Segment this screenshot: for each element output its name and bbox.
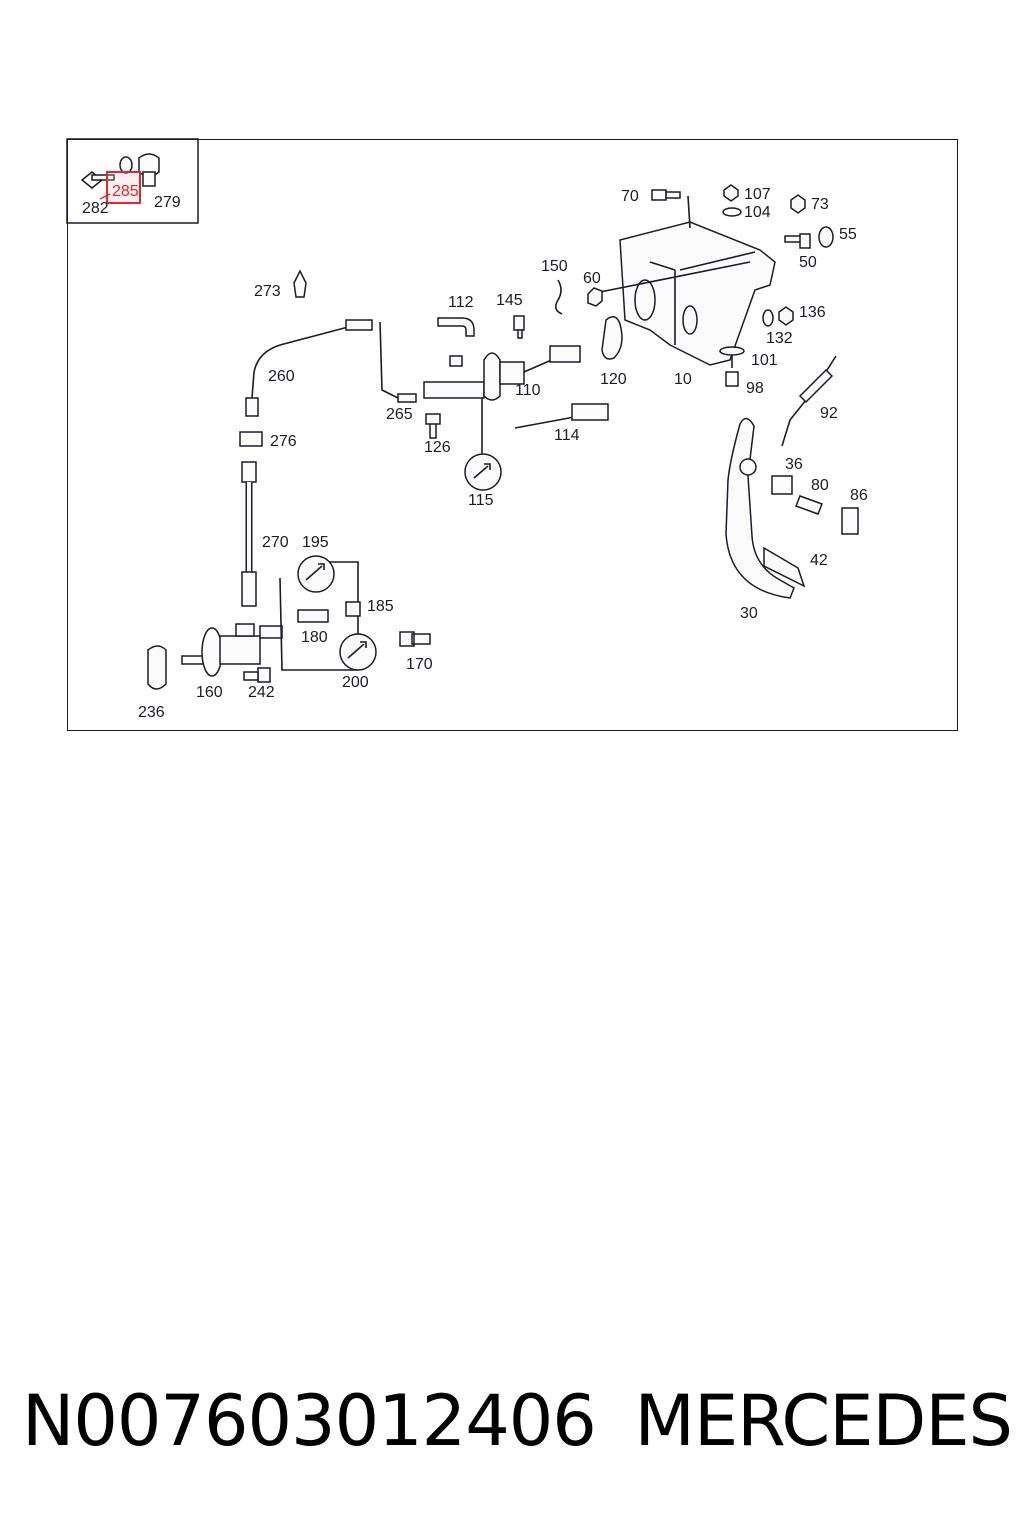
callout-145: 145 <box>496 292 523 309</box>
clutch-pedal <box>725 355 859 599</box>
pedal-bracket <box>599 221 776 366</box>
callout-236: 236 <box>138 704 165 721</box>
callout-80: 80 <box>811 477 829 494</box>
callout-101: 101 <box>751 352 778 369</box>
callout-200: 200 <box>342 674 369 691</box>
cap-185 <box>345 601 361 617</box>
callout-114: 114 <box>554 427 580 444</box>
callout-180: 180 <box>301 629 328 646</box>
callout-185: 185 <box>367 598 394 615</box>
slave-cylinder <box>147 623 283 690</box>
callout-265: 265 <box>386 406 413 423</box>
callout-150: 150 <box>541 258 568 275</box>
push-rod <box>514 403 609 429</box>
screw-170 <box>399 631 431 647</box>
diagram-frame <box>67 139 958 731</box>
wrench-icon <box>339 633 377 671</box>
callout-10: 10 <box>674 371 692 388</box>
callout-270: 270 <box>262 534 289 551</box>
callout-60: 60 <box>583 270 601 287</box>
callout-73: 73 <box>811 196 829 213</box>
bleeder-180 <box>297 609 329 623</box>
footer: N007603012406 MERCEDES <box>22 1376 1013 1466</box>
callout-242: 242 <box>248 684 275 701</box>
bolt-265 <box>397 393 417 403</box>
inset-parts <box>80 153 160 189</box>
callout-195: 195 <box>302 534 329 551</box>
callout-273: 273 <box>254 283 281 300</box>
callout-276: 276 <box>270 433 297 450</box>
inset-box <box>66 138 199 224</box>
callout-110: 110 <box>515 382 541 399</box>
wrench-icon <box>297 555 335 593</box>
callout-30: 30 <box>740 605 758 622</box>
master-cylinder <box>423 345 581 460</box>
callout-170: 170 <box>406 656 433 673</box>
small-parts-top <box>293 184 834 387</box>
highlight-box-285[interactable] <box>106 171 141 204</box>
callout-107: 107 <box>744 186 771 203</box>
callout-160: 160 <box>196 684 223 701</box>
callout-260: 260 <box>268 368 295 385</box>
brand-name: MERCEDES <box>634 1380 1013 1462</box>
callout-285[interactable]: 285 <box>112 183 139 200</box>
callout-282: 282 <box>82 200 109 217</box>
callout-132: 132 <box>766 330 793 347</box>
callout-92: 92 <box>820 405 838 422</box>
wrench-icon <box>464 453 502 491</box>
callout-115: 115 <box>468 492 494 509</box>
part-number: N007603012406 <box>22 1380 597 1462</box>
callout-50: 50 <box>799 254 817 271</box>
callout-104: 104 <box>744 204 771 221</box>
callout-36: 36 <box>785 456 803 473</box>
callout-55: 55 <box>839 226 857 243</box>
callout-136: 136 <box>799 304 826 321</box>
callout-120: 120 <box>600 371 627 388</box>
hydraulic-line <box>239 319 399 607</box>
callout-279: 279 <box>154 194 181 211</box>
callout-112: 112 <box>448 294 474 311</box>
callout-86: 86 <box>850 487 868 504</box>
bolt-126 <box>425 413 441 439</box>
callout-42: 42 <box>810 552 828 569</box>
callout-126: 126 <box>424 439 451 456</box>
callout-70: 70 <box>621 188 639 205</box>
callout-98: 98 <box>746 380 764 397</box>
